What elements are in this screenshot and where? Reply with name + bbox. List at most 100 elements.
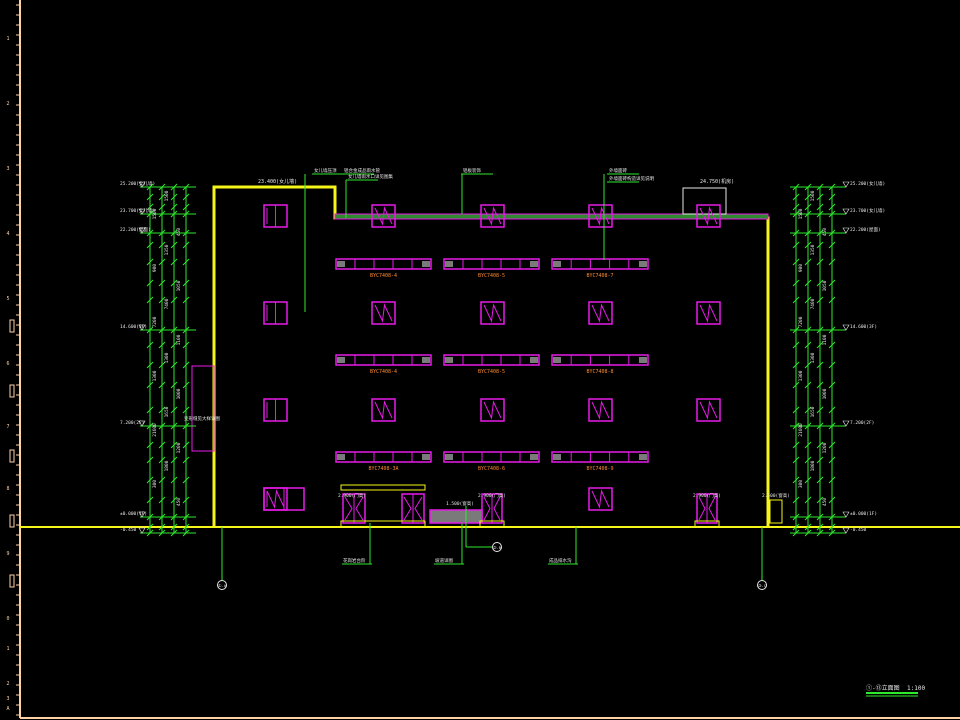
ruler-label: 4 [6, 231, 9, 237]
door-swing [355, 496, 364, 521]
side-opening [769, 499, 783, 524]
level-label: 23.700(女儿墙) [120, 207, 155, 214]
strip-window-label: BYC7408-5 [478, 369, 505, 375]
strip-window-label: BYC7408-9 [586, 466, 613, 472]
strip-window: BYC7408-9 [551, 451, 649, 472]
dimension-tick [158, 441, 166, 449]
ruler-marker [9, 514, 15, 528]
dimension-text: 450 [176, 498, 182, 506]
ruler-label: 5 [6, 296, 9, 302]
dimension-text: 1050 [176, 280, 182, 291]
dimension-tick [170, 441, 178, 449]
dimension-tick [792, 456, 800, 464]
punched-window [263, 204, 288, 228]
dimension-tick [816, 456, 824, 464]
door-height-label: 2.900(门高) [693, 492, 721, 499]
dimension-text: 1500 [152, 208, 158, 219]
entrance-canopy [340, 484, 426, 491]
leader-note: 铝板装饰 [463, 167, 481, 174]
window-frame [588, 487, 613, 511]
level-label: 25.200(女儿墙) [120, 180, 155, 187]
dimension-text: 450 [176, 228, 182, 236]
punched-windows [263, 204, 721, 511]
dimension-tick [170, 456, 178, 464]
dimension-tick [170, 193, 178, 201]
ruler-marker [9, 449, 15, 463]
dimension-tick [804, 341, 812, 349]
dimension-tick [816, 361, 824, 369]
strip-panel [639, 357, 647, 363]
punched-window [263, 398, 288, 422]
dimension-tick [828, 296, 836, 304]
strip-frame [335, 258, 432, 270]
dimension-text: 1650 [810, 406, 816, 417]
dimension-tick [146, 476, 154, 484]
window-frame [480, 398, 505, 422]
strip-panel [422, 261, 430, 267]
door-height-label: 2.900(门高) [478, 492, 506, 499]
punched-window [696, 204, 721, 228]
ruler-label: A [6, 706, 9, 712]
punched-window [588, 204, 613, 228]
dimension-text: 1100 [822, 334, 828, 345]
punched-window [588, 398, 613, 422]
dimension-tick [146, 441, 154, 449]
dimension-tick [182, 381, 190, 389]
dimension-tick [816, 523, 824, 531]
dimension-tick [816, 341, 824, 349]
dimension-tick [804, 441, 812, 449]
window-opening-mark [699, 303, 718, 323]
dimension-tick [792, 523, 800, 531]
window-opening-mark [591, 303, 610, 323]
dimension-text: 1300 [810, 352, 816, 363]
dimension-tick [804, 476, 812, 484]
dimension-tick [816, 381, 824, 389]
ruler-label: 9 [6, 551, 9, 557]
dimension-tick [792, 341, 800, 349]
window-opening-mark [483, 400, 502, 420]
roof-machine-room [682, 187, 727, 215]
punched-window [263, 487, 305, 511]
dimension-tick [158, 296, 166, 304]
dimension-tick [146, 296, 154, 304]
dimension-tick [146, 193, 154, 201]
ruler-label: 8 [6, 486, 9, 492]
axis-bubble [217, 580, 227, 590]
dimension-tick [804, 258, 812, 266]
dimension-tick [146, 203, 154, 211]
dimension-tick [158, 241, 166, 249]
dimension-tick [158, 456, 166, 464]
dimension-text: 1000 [822, 388, 828, 399]
window-opening-mark [699, 206, 718, 226]
view-scale: 1:100 [907, 685, 925, 692]
level-label: 7.200(2F) [120, 420, 144, 426]
dimension-tick [828, 193, 836, 201]
dimension-tick [828, 341, 836, 349]
strip-frame [551, 354, 649, 366]
ruler-label: 2 [6, 101, 9, 107]
dimension-text: 1300 [798, 370, 804, 381]
level-marker [138, 420, 146, 427]
dimension-tick [792, 496, 800, 504]
dimension-tick [804, 496, 812, 504]
dimension-tick [804, 203, 812, 211]
axis-label: ①-A [218, 583, 227, 588]
dimension-tick [816, 193, 824, 201]
window-opening-mark [483, 303, 502, 323]
window-frame [371, 398, 396, 422]
strip-panel [422, 454, 430, 460]
dimension-text: 1200 [176, 442, 182, 453]
ruler-label: 0 [6, 616, 9, 622]
strip-window-label: BYC7408-4 [370, 273, 397, 279]
level-marker [842, 511, 850, 518]
ruler-label: 1 [6, 36, 9, 42]
strip-window-label: BYC7408-4 [370, 369, 397, 375]
level-marker [842, 527, 850, 534]
dimension-text: 1800 [810, 460, 816, 471]
window-opening-mark [591, 489, 610, 509]
strip-panel [553, 261, 561, 267]
dimension-tick [792, 381, 800, 389]
punched-window [371, 301, 396, 325]
